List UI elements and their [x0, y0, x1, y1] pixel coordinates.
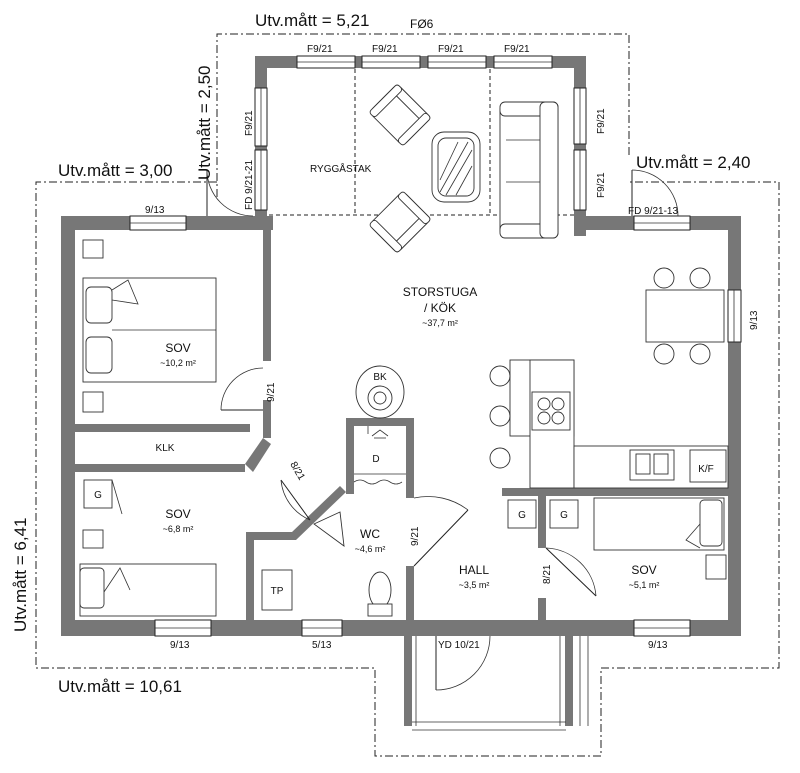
label-wc: WC [360, 527, 380, 541]
doors [206, 169, 679, 731]
kitchen-furniture [489, 267, 729, 489]
bedroom-furniture [79, 239, 293, 617]
door-821-sov3: 8/21 [542, 564, 553, 584]
label-bk: BK [373, 372, 387, 383]
label-sov3: SOV [631, 563, 656, 577]
dim-porch-depth: Utv.mått = 2,50 [195, 66, 214, 180]
label-sov1: SOV [165, 341, 190, 355]
label-roof: RYGGÅSTAK [310, 162, 372, 175]
label-d: D [372, 454, 379, 465]
win-f921-b: F9/21 [372, 44, 398, 55]
dim-right-wing: Utv.mått = 2,40 [636, 153, 750, 172]
label-hall: HALL [459, 563, 489, 577]
room-labels: RYGGÅSTAK STORSTUGA / KÖK ~37,7 m² SOV ~… [94, 162, 714, 597]
win-f921-right-bottom: F9/21 [596, 172, 607, 198]
windows [129, 55, 742, 637]
label-g3: G [560, 510, 568, 521]
dim-porch-width: Utv.mått = 5,21 [255, 11, 369, 30]
label-klk: KLK [156, 443, 175, 454]
win-f921-right-top: F9/21 [596, 108, 607, 134]
label-living-area: ~37,7 m² [422, 318, 458, 328]
door-yd: YD 10/21 [438, 640, 480, 651]
label-hall-area: ~3,5 m² [459, 580, 490, 590]
win-513: 5/13 [312, 640, 332, 651]
door-fd-right: FD 9/21-13 [628, 206, 678, 217]
label-sov2-area: ~6,8 m² [163, 524, 194, 534]
label-kf: K/F [698, 464, 714, 475]
win-f921-d: F9/21 [504, 44, 530, 55]
porch-furniture [369, 84, 559, 253]
door-821-sov2: 8/21 [287, 460, 306, 483]
label-kitchen: / KÖK [424, 301, 456, 315]
label-sov3-area: ~5,1 m² [629, 580, 660, 590]
win-913-bottom-right: 9/13 [648, 640, 668, 651]
dim-left-wing: Utv.mått = 3,00 [58, 161, 172, 180]
wc-fixtures [313, 365, 406, 617]
label-sov1-area: ~10,2 m² [160, 358, 196, 368]
label-g2: G [518, 510, 526, 521]
win-f921-a: F9/21 [307, 44, 333, 55]
door-921-sov1: 9/21 [266, 382, 277, 402]
dimension-labels: Utv.mått = 5,21 Utv.mått = 3,00 Utv.mått… [11, 11, 750, 696]
label-g1: G [94, 490, 102, 501]
interior-walls [75, 216, 728, 622]
opening-labels: F9/21 F9/21 F9/21 F9/21 F9/21 FD 9/21-21… [145, 44, 760, 651]
label-sov2: SOV [165, 507, 190, 521]
label-living: STORSTUGA [403, 285, 477, 299]
win-913-bottom-left: 9/13 [170, 640, 190, 651]
win-913-top: 9/13 [145, 205, 165, 216]
win-f921-c: F9/21 [438, 44, 464, 55]
label-wc-area: ~4,6 m² [355, 544, 386, 554]
label-f06: FØ6 [410, 17, 434, 31]
win-f921-left: F9/21 [244, 110, 255, 136]
door-fd-left: FD 9/21-21 [244, 160, 255, 210]
dim-height-total: Utv.mått = 6,41 [11, 518, 30, 632]
dim-width-total: Utv.mått = 10,61 [58, 677, 182, 696]
door-921-wc: 9/21 [410, 526, 421, 546]
win-913-right: 9/13 [749, 310, 760, 330]
label-tp: TP [271, 586, 284, 597]
small-bedroom-furniture [507, 497, 727, 580]
